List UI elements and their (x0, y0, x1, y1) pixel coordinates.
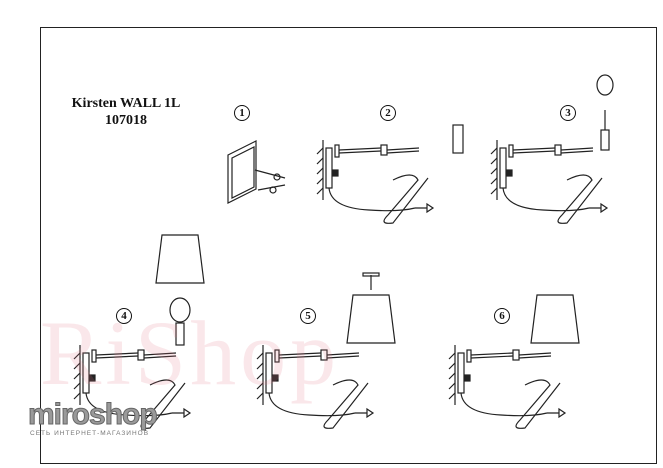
miroshop-logo: miroshop (28, 398, 159, 432)
diagram-frame (40, 27, 657, 464)
step-1-number: 1 (234, 105, 250, 121)
step-2-number: 2 (380, 105, 396, 121)
miroshop-logo-subtitle: СЕТЬ ИНТЕРНЕТ-МАГАЗИНОВ (30, 430, 150, 437)
step-2-wall-lamp (316, 124, 464, 224)
step-6-number: 6 (494, 308, 510, 324)
product-code: 107018 (105, 113, 147, 128)
step-1-wall-plate (227, 140, 286, 204)
step-3-wall-lamp (490, 74, 614, 224)
product-name: Kirsten WALL 1L (71, 96, 181, 111)
step-4-number: 4 (116, 308, 132, 324)
step-6-wall-lamp (448, 294, 580, 429)
step-5-number: 5 (300, 308, 316, 324)
product-title: Kirsten WALL 1L 107018 (70, 95, 182, 129)
step-3-number: 3 (560, 105, 576, 121)
step-5-wall-lamp (256, 272, 396, 429)
step-4-wall-lamp (73, 234, 205, 429)
watermark-text: RiShop (40, 302, 341, 404)
